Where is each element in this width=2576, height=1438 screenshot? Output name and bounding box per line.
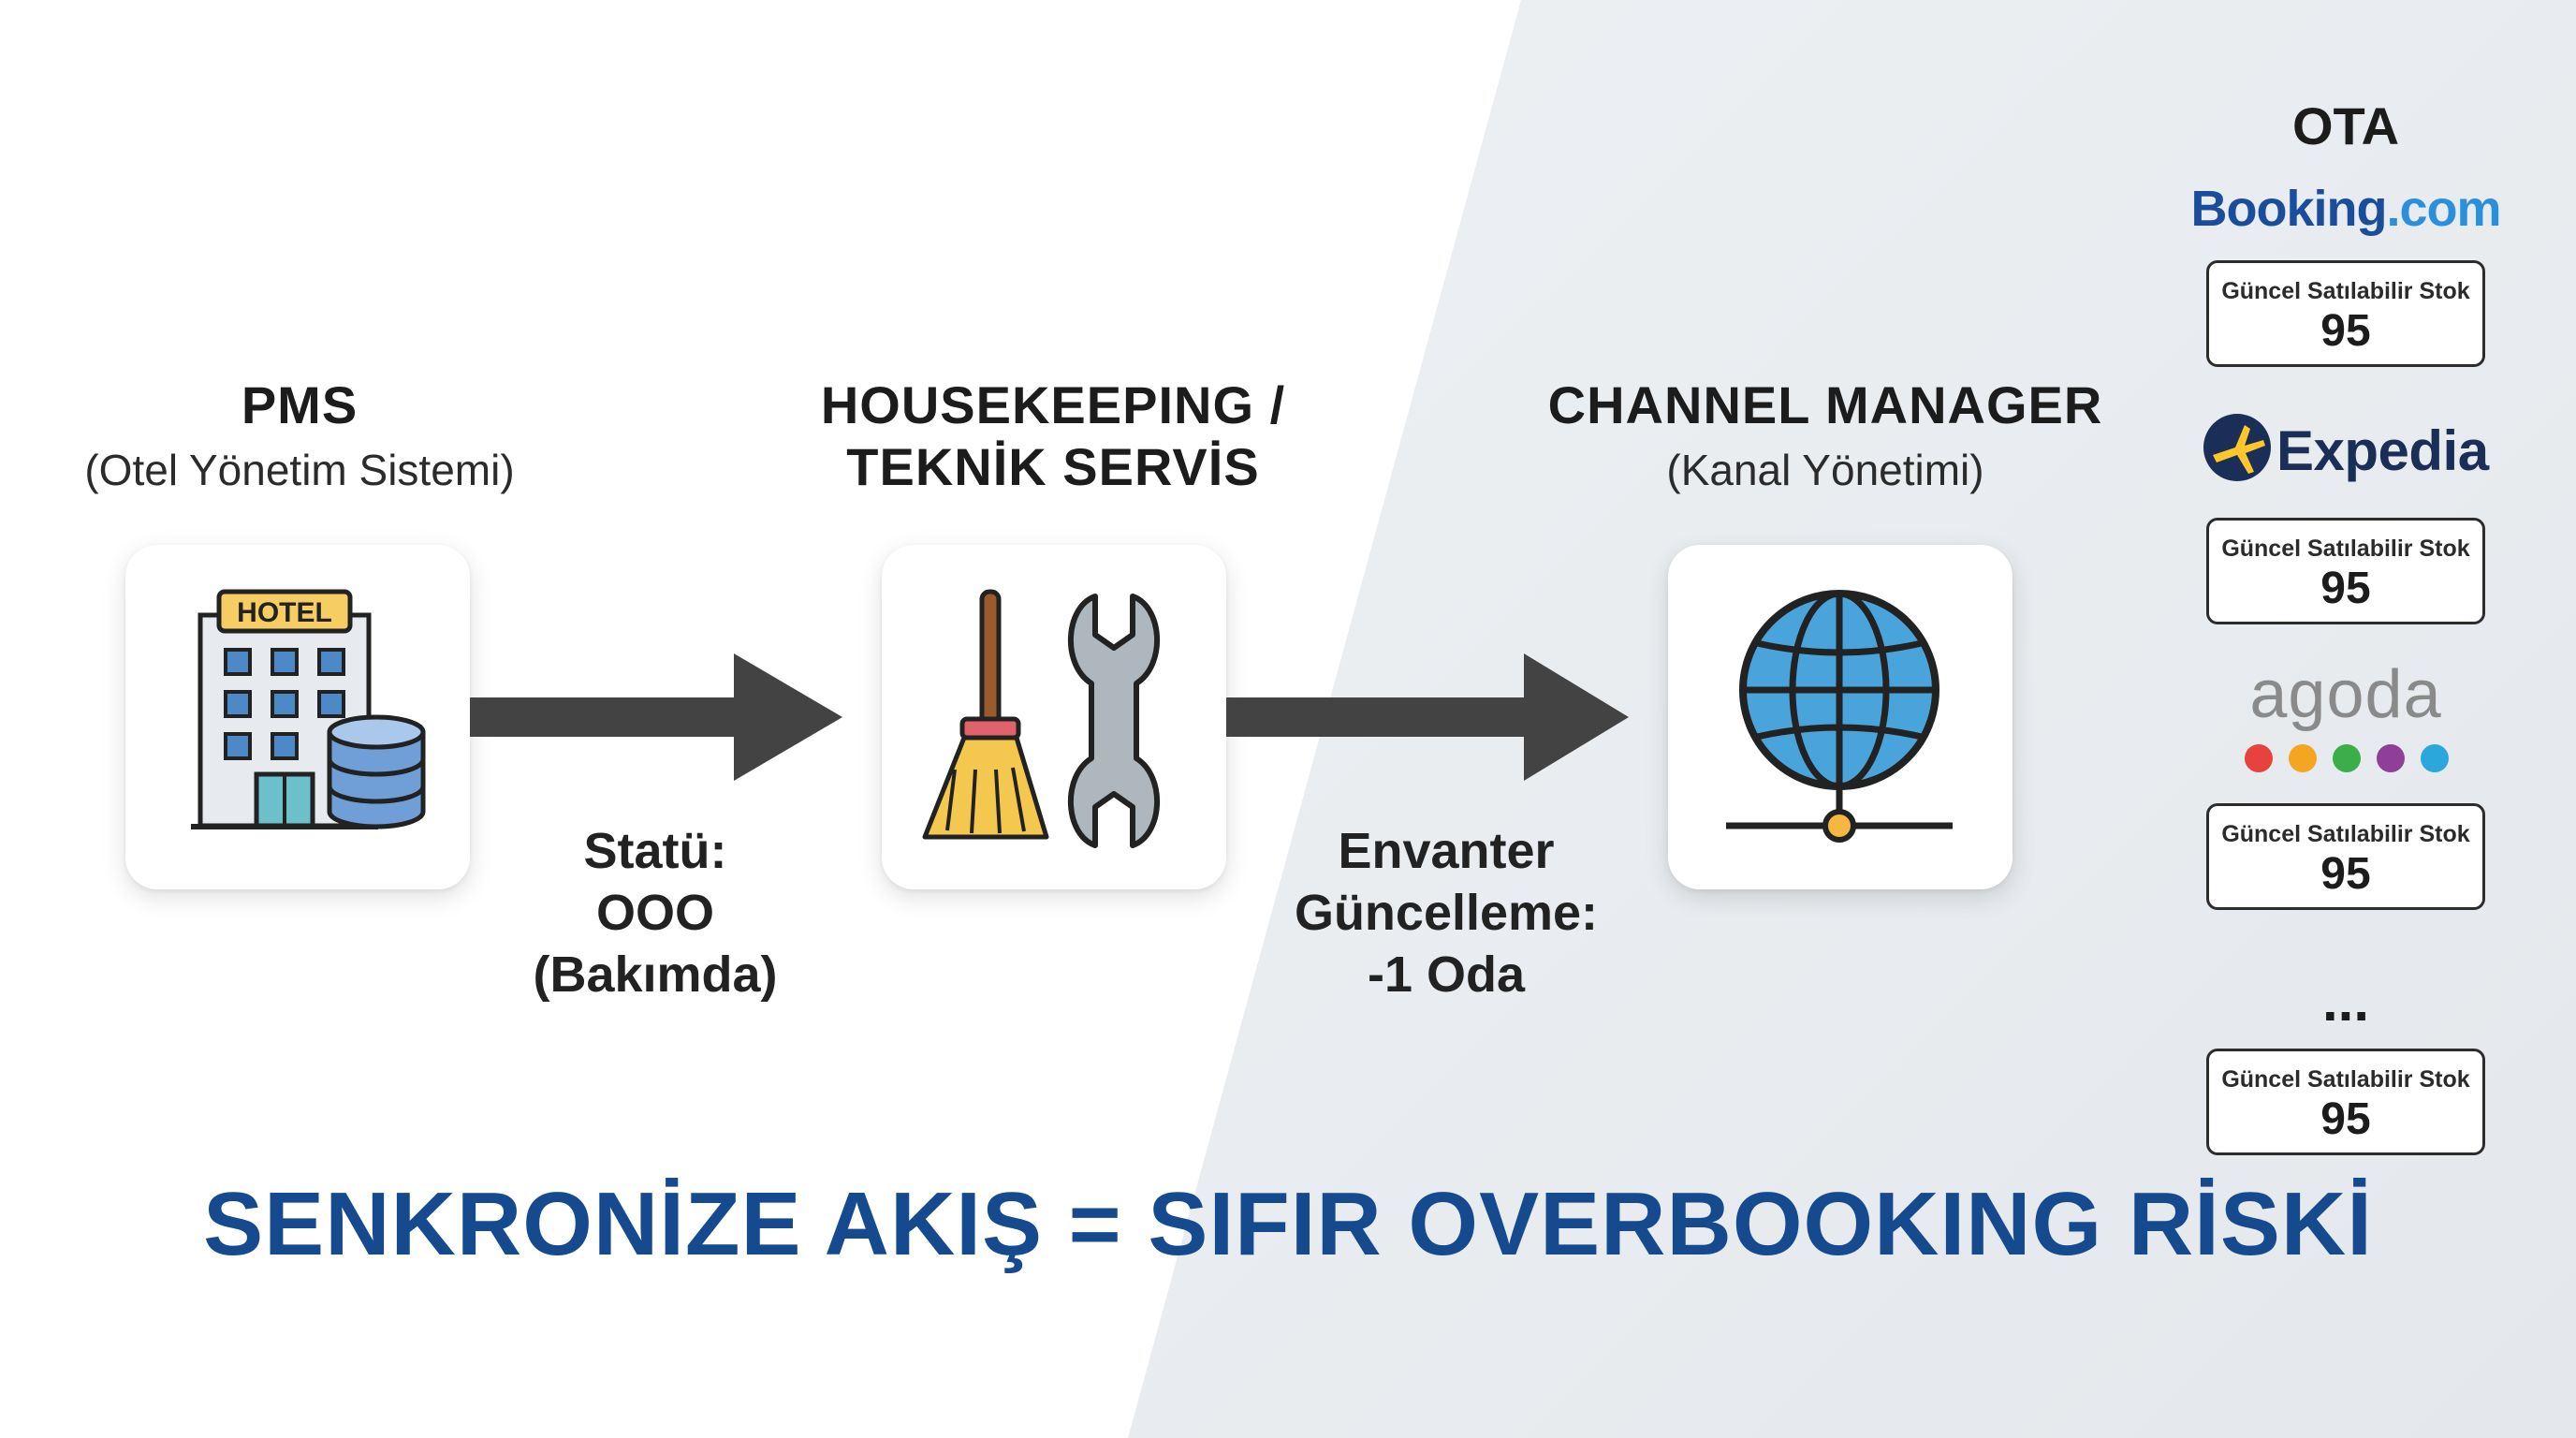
stock-value: 95 xyxy=(2320,306,2371,356)
flow-label-status-line2: OOO xyxy=(595,885,714,941)
booking-logo: Booking.com xyxy=(2181,176,2510,242)
stock-label: Güncel Satılabilir Stok xyxy=(2221,536,2470,562)
flow-label-status: Statü: OOO (Bakımda) xyxy=(487,820,824,1005)
globe-network-icon xyxy=(1726,590,1953,843)
broom-icon xyxy=(922,589,1049,840)
hotel-database-icon: HOTEL xyxy=(191,589,426,829)
flow-label-status-line1: Statü: xyxy=(583,823,727,879)
channel-manager-card xyxy=(1668,545,2012,889)
booking-logo-main: Booking xyxy=(2190,181,2387,237)
housekeeping-card xyxy=(882,545,1226,889)
pms-title: PMS xyxy=(241,375,359,434)
ota-title: OTA xyxy=(2291,96,2400,155)
stock-value: 95 xyxy=(2320,564,2371,613)
stock-card-booking: Güncel Satılabilir Stok 95 xyxy=(2206,260,2485,367)
pms-card: HOTEL xyxy=(125,545,470,889)
stock-label: Güncel Satılabilir Stok xyxy=(2221,1066,2470,1093)
stock-card-expedia: Güncel Satılabilir Stok 95 xyxy=(2206,518,2485,624)
flow-label-status-line3: (Bakımda) xyxy=(533,946,778,1003)
flow-arrow-1 xyxy=(470,653,842,781)
flow-label-inventory-line2: Güncelleme: xyxy=(1294,885,1599,941)
channel-manager-title: CHANNEL MANAGER xyxy=(1547,375,2103,434)
housekeeping-title-line2: TEKNİK SERVİS xyxy=(846,437,1260,496)
channel-manager-subtitle: (Kanal Yönetimi) xyxy=(1666,446,1984,494)
stock-value: 95 xyxy=(2320,849,2371,899)
banner-headline: SENKRONİZE AKIŞ = SIFIR OVERBOOKING RİSK… xyxy=(203,1174,2373,1274)
flow-label-inventory-line3: -1 Oda xyxy=(1367,946,1526,1003)
broom-and-wrench-icons xyxy=(922,589,1160,848)
housekeeping-title-line1: HOUSEKEEPING / xyxy=(820,375,1286,434)
more-channels-ellipsis: ... xyxy=(2321,970,2369,1033)
stock-card-agoda: Güncel Satılabilir Stok 95 xyxy=(2206,803,2485,910)
agoda-logo: agoda xyxy=(2249,657,2442,732)
expedia-plane-icon xyxy=(2203,414,2271,481)
stock-value: 95 xyxy=(2320,1094,2371,1144)
stock-card-other: Güncel Satılabilir Stok 95 xyxy=(2206,1049,2485,1155)
flow-label-inventory-line1: Envanter xyxy=(1338,823,1555,879)
pms-subtitle: (Otel Yönetim Sistemi) xyxy=(84,446,515,494)
stock-label: Güncel Satılabilir Stok xyxy=(2221,821,2470,847)
flow-label-inventory: Envanter Güncelleme: -1 Oda xyxy=(1259,820,1633,1005)
expedia-logo: Expedia xyxy=(2276,419,2489,482)
flow-arrow-2 xyxy=(1226,653,1629,781)
booking-logo-suffix: .com xyxy=(2386,181,2501,237)
housekeeping-title: HOUSEKEEPING / TEKNİK SERVİS xyxy=(768,374,1339,498)
stock-label: Güncel Satılabilir Stok xyxy=(2221,278,2470,304)
wrench-icon xyxy=(1068,594,1160,848)
hotel-sign: HOTEL xyxy=(237,597,332,628)
agoda-dots xyxy=(2245,744,2449,772)
